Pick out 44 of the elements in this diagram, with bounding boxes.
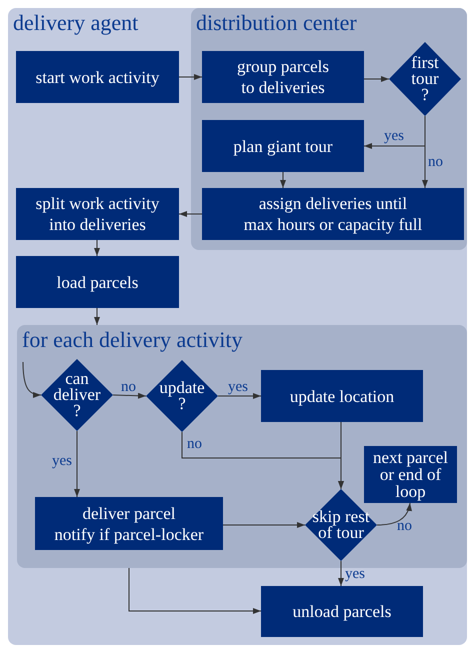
arrow [178,211,202,217]
edge-label: yes [52,453,72,469]
process-box: update location [261,370,423,422]
process-box: unload parcels [261,586,423,637]
arrow [422,116,428,188]
process-box: assign deliveries until max hours or capacity full [202,188,464,240]
process-box: start work activity [16,51,179,103]
panel-title: delivery agent [13,9,138,37]
edge-label: no [428,154,443,170]
arrow [218,393,262,399]
decision-diamond: update ? [146,360,218,432]
arrow [364,76,390,82]
process-box: deliver parcel notify if parcel-locker [35,497,223,550]
arrow [338,560,344,586]
decision-diamond: can deliver ? [41,359,113,431]
process-box: next parcel or end of loop [364,446,457,503]
arrow [376,502,412,526]
process-box: split work activity into deliveries [16,188,179,240]
arrow [222,522,306,528]
arrow [182,432,344,490]
group-panel [8,8,467,645]
process-box: group parcels to deliveries [202,51,364,103]
arrow [94,308,100,326]
arrow [94,240,100,256]
group-panel [191,8,467,250]
process-box: load parcels [16,256,179,308]
panel-title: for each delivery activity [22,326,243,354]
edge-label: yes [228,379,248,395]
arrow [280,172,286,188]
arrow [128,568,262,614]
arrow [74,430,80,498]
edge-label: no [397,518,412,534]
edge-label: no [121,379,136,395]
arrow [22,362,42,398]
edge-label: yes [384,128,404,144]
arrow [178,74,202,80]
panel-title: distribution center [196,9,357,37]
decision-diamond: first tour ? [389,42,461,116]
process-box: plan giant tour [202,120,364,172]
edge-label: yes [345,566,365,582]
arrow [112,392,146,399]
edge-label: no [187,436,202,452]
group-panel [17,325,467,568]
decision-diamond: skip rest of tour [305,489,377,561]
